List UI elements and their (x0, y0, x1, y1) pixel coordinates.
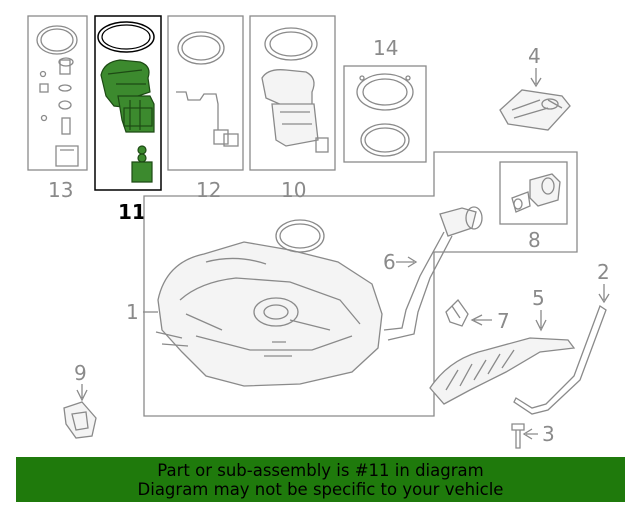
part-9[interactable] (63, 384, 97, 439)
part-4[interactable] (499, 68, 571, 131)
part-7[interactable] (445, 298, 492, 327)
part-13-box[interactable] (27, 15, 88, 171)
callout-2: 2 (597, 260, 610, 284)
part-1-tank-box[interactable] (143, 151, 578, 417)
info-banner: Part or sub-assembly is #11 in diagram D… (16, 457, 625, 502)
callout-3: 3 (542, 422, 555, 446)
part-14-box[interactable] (343, 65, 427, 163)
callout-11: 11 (118, 200, 146, 224)
callout-10: 10 (281, 178, 306, 202)
part-12-box[interactable] (167, 15, 244, 171)
callout-7: 7 (497, 309, 510, 333)
banner-line-1: Part or sub-assembly is #11 in diagram (157, 460, 484, 480)
callout-1: 1 (126, 300, 139, 324)
part-3[interactable] (511, 423, 538, 449)
part-2[interactable] (513, 284, 610, 415)
part-8-box[interactable] (499, 161, 568, 225)
callout-9: 9 (74, 361, 87, 385)
callout-5: 5 (532, 286, 545, 310)
callout-8: 8 (528, 228, 541, 252)
part-6[interactable] (383, 206, 483, 341)
callout-13: 13 (48, 178, 73, 202)
callout-14: 14 (373, 36, 398, 60)
part-11-box[interactable] (94, 15, 162, 191)
callout-12: 12 (196, 178, 221, 202)
part-10-box[interactable] (249, 15, 336, 171)
banner-line-2: Diagram may not be specific to your vehi… (137, 479, 504, 499)
part-5[interactable] (429, 310, 576, 405)
callout-6: 6 (383, 250, 396, 274)
callout-4: 4 (528, 44, 541, 68)
